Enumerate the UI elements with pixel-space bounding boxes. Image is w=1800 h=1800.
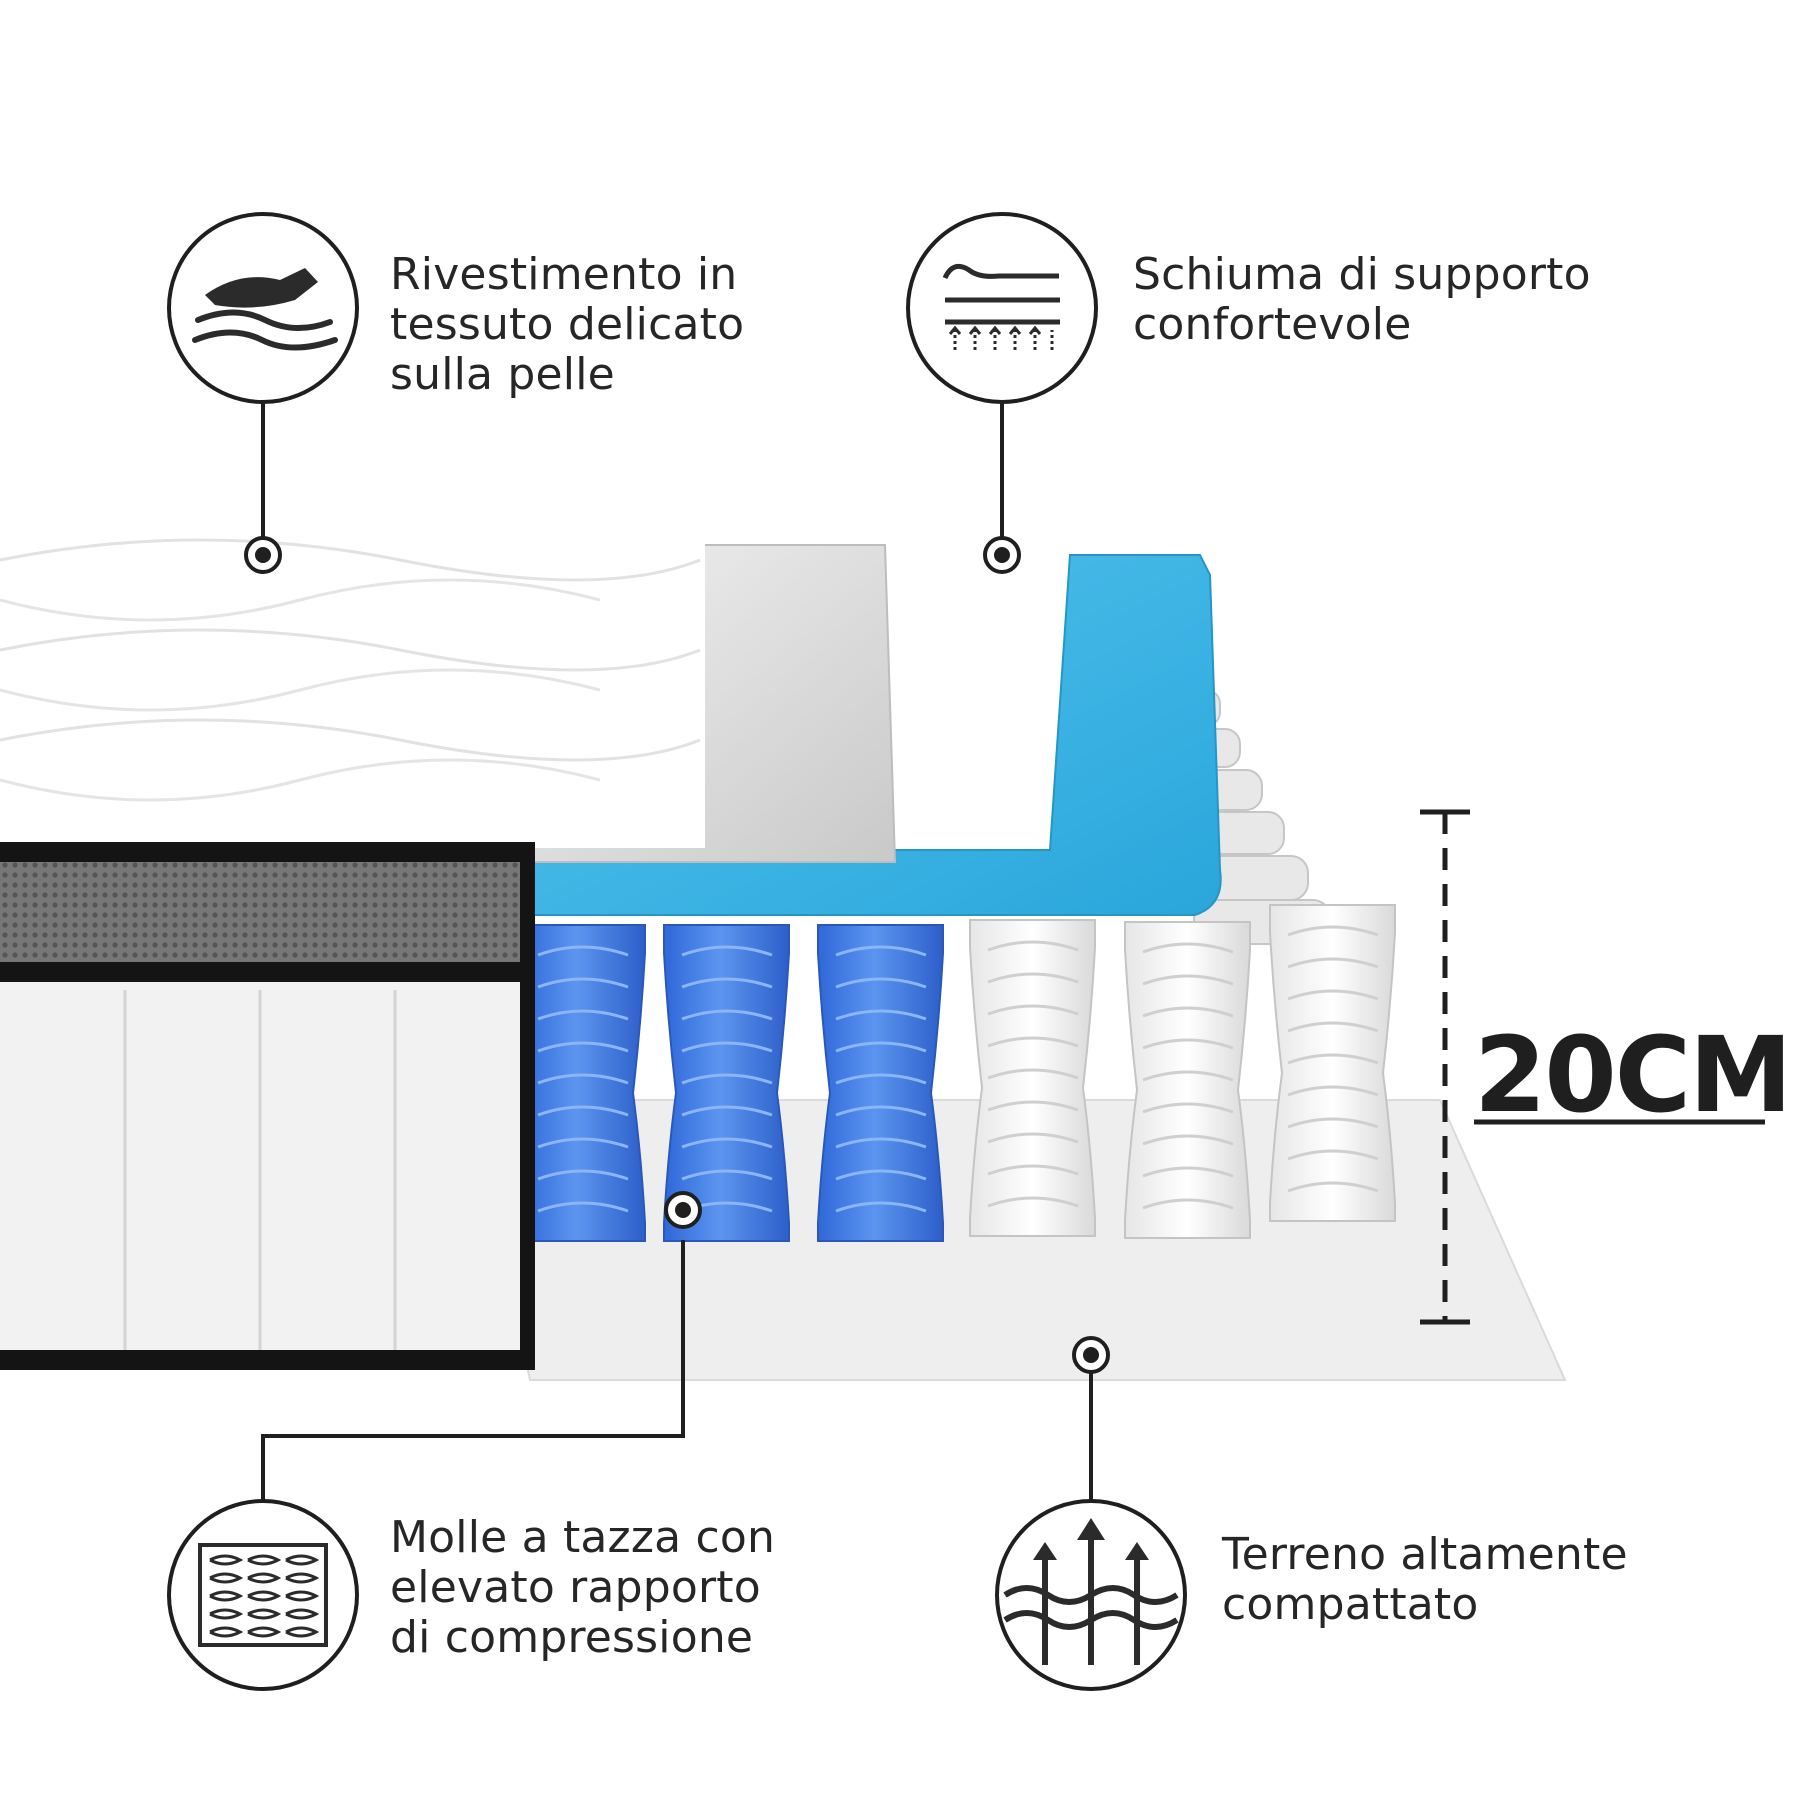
height-dimension-label: 20CM <box>1474 1014 1793 1136</box>
pocket-springs-icon <box>167 1499 359 1691</box>
soft-fabric-hand-icon <box>167 212 359 404</box>
springs-callout-line: di compressione <box>390 1612 754 1663</box>
compacted-base-arrows-icon <box>995 1499 1187 1691</box>
foam-callout-line: confortevole <box>1133 299 1412 350</box>
white-spring-columns <box>968 903 1397 1240</box>
cover-callout-line: sulla pelle <box>390 349 615 400</box>
base-callout-line: compattato <box>1222 1579 1479 1630</box>
leader-lines <box>261 402 1093 1500</box>
springs-callout-line: Molle a tazza con <box>390 1512 776 1563</box>
cover-callout-line: tessuto delicato <box>390 299 745 350</box>
mattress-body-left <box>0 528 705 1370</box>
blue-spring-columns <box>518 923 945 1243</box>
leader-dots <box>244 536 1110 1374</box>
support-foam-layer <box>519 554 1222 916</box>
base-callout-text: Terreno altamente compattato <box>1222 1530 1628 1630</box>
height-dimension-line <box>1420 809 1765 1325</box>
cover-callout-line: Rivestimento in <box>390 249 738 300</box>
cover-callout-text: Rivestimento in tessuto delicato sulla p… <box>390 250 744 400</box>
foam-callout-line: Schiuma di supporto <box>1133 249 1591 300</box>
base-callout-line: Terreno altamente <box>1222 1529 1628 1580</box>
foam-callout-text: Schiuma di supporto confortevole <box>1133 250 1591 350</box>
springs-callout-line: elevato rapporto <box>390 1562 761 1613</box>
support-foam-icon <box>906 212 1098 404</box>
springs-callout-text: Molle a tazza con elevato rapporto di co… <box>390 1513 775 1663</box>
